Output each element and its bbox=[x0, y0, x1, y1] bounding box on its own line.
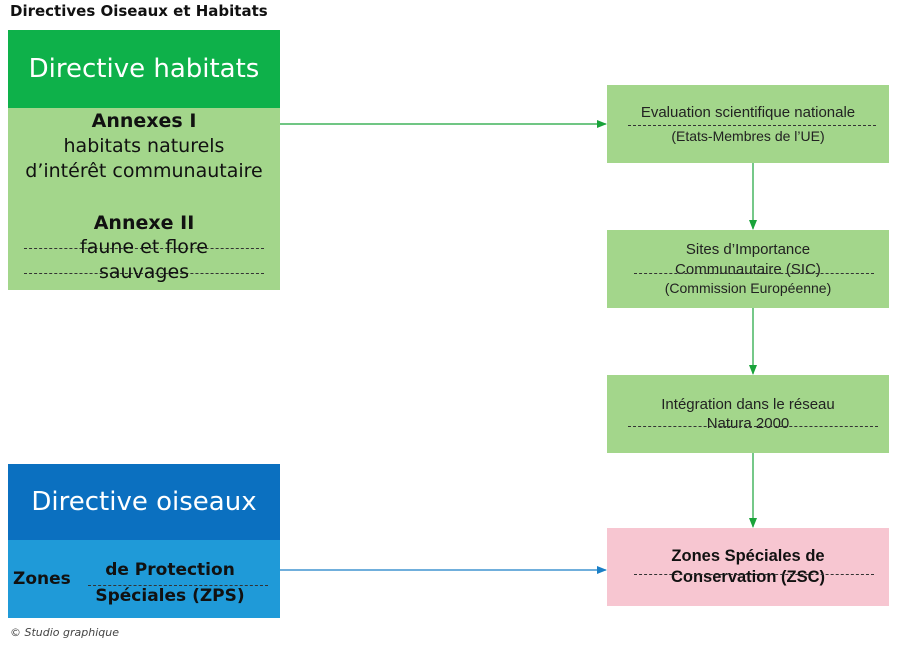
annex-2-line-1: faune et flore bbox=[80, 236, 208, 258]
directive-oiseaux-label: Directive oiseaux bbox=[31, 487, 257, 517]
sic-line-1: Sites d’Importance bbox=[685, 241, 811, 259]
sic-box: Sites d’Importance Communautaire (SIC) (… bbox=[607, 230, 889, 308]
annex-1-line-1: habitats naturels bbox=[63, 135, 225, 157]
evaluation-box: Evaluation scientifique nationale (Etats… bbox=[607, 85, 889, 163]
annex-2-title: Annexe II bbox=[93, 212, 195, 234]
zps-line-1: de Protection bbox=[105, 560, 235, 580]
zps-zones: Zones bbox=[13, 569, 71, 589]
dashed-divider bbox=[628, 125, 876, 126]
directive-habitats-body bbox=[8, 108, 280, 290]
dashed-divider bbox=[634, 574, 874, 575]
annex-1-line-2: d’intérêt communautaire bbox=[25, 160, 263, 182]
directive-habitats-header: Directive habitats bbox=[8, 30, 280, 108]
evaluation-line-1: Evaluation scientifique nationale bbox=[640, 104, 856, 122]
dashed-divider bbox=[634, 273, 874, 274]
dashed-divider bbox=[628, 426, 878, 427]
page-title: Directives Oiseaux et Habitats bbox=[10, 2, 268, 20]
annex-2-line-2: sauvages bbox=[98, 261, 190, 283]
natura-line-1: Intégration dans le réseau bbox=[661, 395, 835, 413]
dashed-divider bbox=[24, 248, 264, 249]
evaluation-line-2: (Etats-Membres de l’UE) bbox=[671, 127, 825, 144]
zps-line-2: Spéciales (ZPS) bbox=[95, 586, 245, 606]
sic-line-3: (Commission Européenne) bbox=[664, 280, 832, 297]
natura-box: Intégration dans le réseau Natura 2000 bbox=[607, 375, 889, 453]
directive-oiseaux-body bbox=[8, 540, 280, 618]
zsc-box: Zones Spéciales de Conservation (ZSC) bbox=[607, 528, 889, 606]
credit-text: © Studio graphique bbox=[10, 626, 120, 639]
directive-oiseaux-header: Directive oiseaux bbox=[8, 464, 280, 540]
annex-1-title: Annexes I bbox=[91, 110, 197, 132]
zsc-line-1: Zones Spéciales de bbox=[671, 547, 825, 566]
directive-habitats-label: Directive habitats bbox=[28, 54, 260, 84]
natura-line-2: Natura 2000 bbox=[706, 415, 790, 432]
dashed-divider bbox=[88, 585, 268, 586]
zsc-line-2: Conservation (ZSC) bbox=[670, 568, 825, 586]
dashed-divider bbox=[24, 273, 264, 274]
